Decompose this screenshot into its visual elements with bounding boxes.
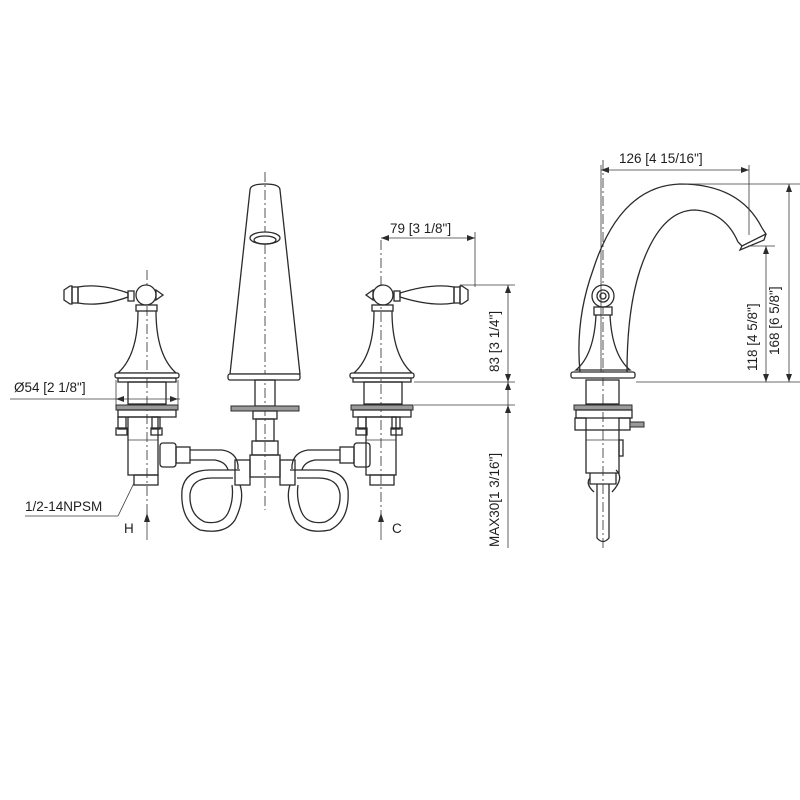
hot-label: H xyxy=(124,521,134,536)
handle-reach-label: 79 [3 1/8"] xyxy=(390,221,452,236)
spout-reach-label: 126 [4 15/16"] xyxy=(619,151,703,166)
side-dimension-lines xyxy=(600,165,800,383)
center-spout xyxy=(227,172,301,510)
base-diameter-label: Ø54 [2 1/8"] xyxy=(14,380,86,395)
right-handle-valve xyxy=(349,240,469,520)
spout-outlet-height-label: 118 [4 5/8"] xyxy=(745,303,760,371)
handle-height-label: 83 [3 1/4"] xyxy=(487,310,502,372)
supply-hoses xyxy=(159,442,371,532)
cold-label: C xyxy=(392,521,402,536)
side-view-faucet xyxy=(570,160,767,550)
front-dimension-lines xyxy=(10,232,515,548)
spout-total-height-label: 168 [6 5/8"] xyxy=(767,286,782,355)
max-deck-thickness-label: MAX30[1 3/16"] xyxy=(487,452,502,547)
left-handle-valve xyxy=(63,270,180,520)
thread-spec-label: 1/2-14NPSM xyxy=(25,499,103,514)
